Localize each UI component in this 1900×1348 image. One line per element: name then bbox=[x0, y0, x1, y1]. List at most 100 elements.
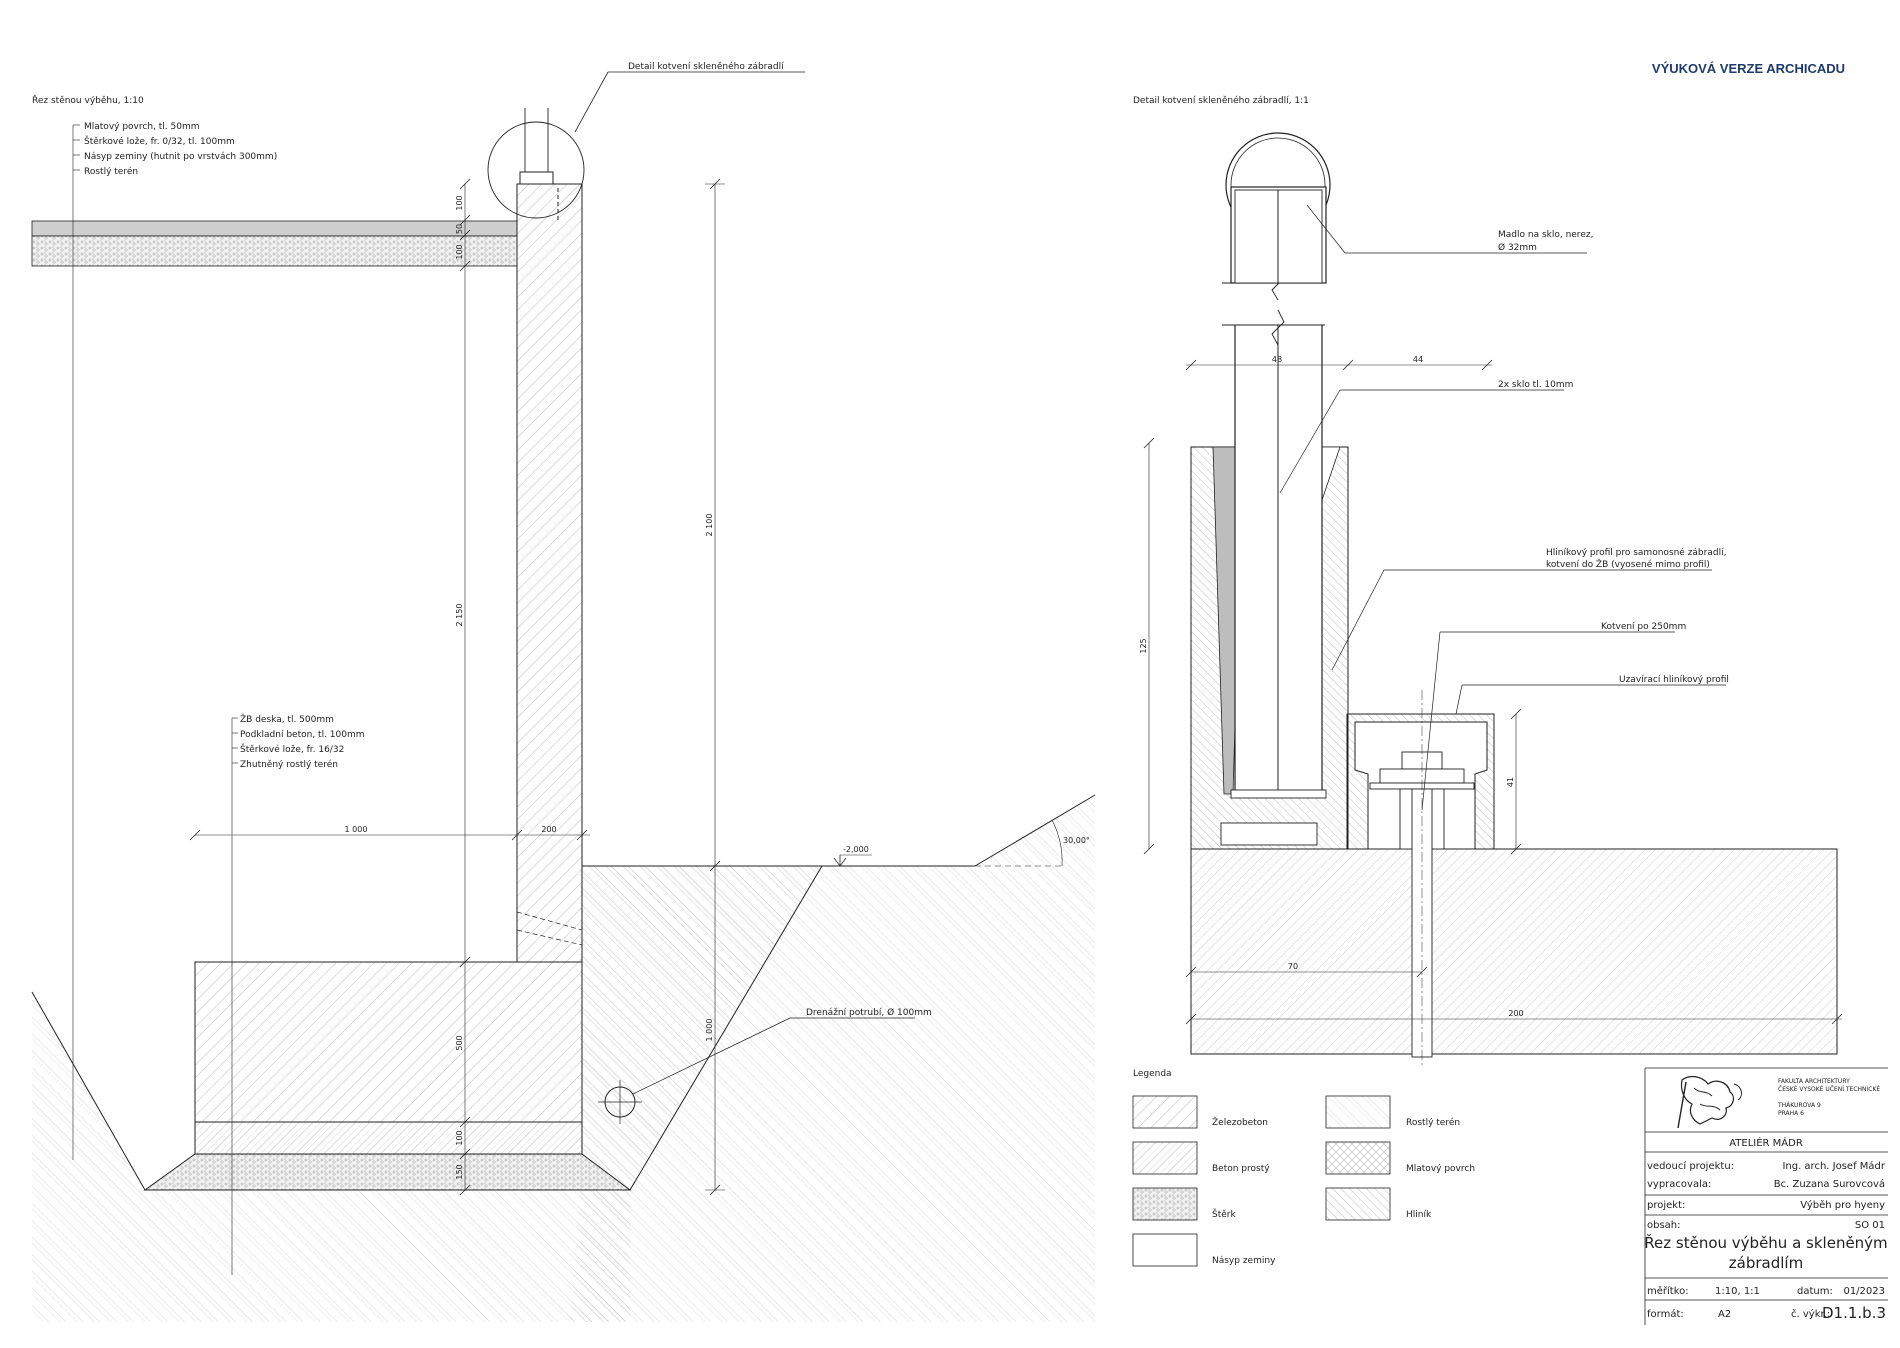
dim-label: 50 bbox=[455, 224, 464, 234]
dim-label: 100 bbox=[455, 195, 464, 210]
angle-label: 30,00° bbox=[1063, 836, 1090, 845]
school-address: THÁKUROVA 9 bbox=[1777, 1102, 1821, 1109]
detail-concrete-base bbox=[1190, 848, 1838, 1055]
dim-label: 2 150 bbox=[455, 604, 464, 627]
legend-swatch-sterk bbox=[1132, 1187, 1198, 1221]
overall-height-dimension: 2 100 1 000 bbox=[705, 178, 725, 1196]
slope-angle: 30,00° bbox=[975, 819, 1090, 867]
legend-swatch-rostly bbox=[1325, 1095, 1391, 1129]
gravel-bed bbox=[143, 1153, 632, 1191]
gravel-layer bbox=[31, 235, 518, 267]
legend-swatch-hlinik bbox=[1325, 1187, 1391, 1221]
layer-label: Štěrkové lože, fr. 16/32 bbox=[240, 743, 344, 755]
date-value: 01/2023 bbox=[1843, 1286, 1885, 1297]
legend-item: Železobeton bbox=[1212, 1116, 1268, 1128]
content-label: obsah: bbox=[1647, 1220, 1681, 1231]
legend-item: Rostlý terén bbox=[1406, 1117, 1460, 1128]
dim-label: 200 bbox=[541, 825, 556, 834]
concrete-wall bbox=[516, 183, 583, 963]
legend-item: Hliník bbox=[1406, 1210, 1432, 1220]
layer-label: Násyp zeminy (hutnit po vrstvách 300mm) bbox=[84, 152, 277, 162]
dim-label: 1 000 bbox=[345, 825, 368, 834]
detail-drawing: Detail kotvení skleněného zábradlí, 1:1 bbox=[1133, 95, 1843, 1065]
label-madlo: Madlo na sklo, nerez, bbox=[1498, 230, 1593, 240]
dim-label: 125 bbox=[1139, 638, 1148, 653]
atelier-name: ATELIÉR MÁDR bbox=[1729, 1136, 1803, 1149]
drawing-number: D1.1.b.3 bbox=[1822, 1304, 1886, 1322]
dim-label: 70 bbox=[1288, 962, 1298, 971]
dim-label: 44 bbox=[1413, 355, 1423, 364]
label-closing-profile: Uzavírací hliníkový profil bbox=[1619, 675, 1729, 685]
level-marker: -2,000 bbox=[833, 845, 872, 867]
soil-left bbox=[32, 992, 145, 1322]
project-value: Výběh pro hyeny bbox=[1800, 1199, 1885, 1211]
foundation-slab bbox=[194, 961, 583, 1123]
dim-label: 100 bbox=[455, 1130, 464, 1145]
lean-concrete bbox=[194, 1121, 583, 1155]
legend-title: Legenda bbox=[1133, 1069, 1172, 1079]
scale-value: 1:10, 1:1 bbox=[1715, 1286, 1760, 1297]
legend-swatch-mlat bbox=[1325, 1141, 1391, 1175]
legend-swatch-beton bbox=[1132, 1141, 1198, 1175]
dim-label: 500 bbox=[455, 1035, 464, 1050]
closing-profile bbox=[1347, 713, 1495, 850]
dim-label: 1 000 bbox=[705, 1019, 714, 1042]
content-code: SO 01 bbox=[1855, 1220, 1885, 1231]
school-city: PRAHA 6 bbox=[1778, 1110, 1804, 1117]
drawing-title: Řez stěnou výběhu a skleněným bbox=[1644, 1233, 1887, 1252]
date-label: datum: bbox=[1797, 1286, 1833, 1297]
soil-excavation bbox=[580, 866, 822, 1322]
vertical-dimension-chain: 100 50 100 2 150 500 100 150 bbox=[455, 178, 471, 1196]
author-value: Bc. Zuzana Surovcová bbox=[1774, 1178, 1885, 1190]
drain-label: Drenážní potrubí, Ø 100mm bbox=[806, 1007, 932, 1018]
format-value: A2 bbox=[1718, 1309, 1731, 1320]
drain-pipe: Drenážní potrubí, Ø 100mm bbox=[598, 1007, 932, 1124]
label-profile: Hliníkový profil pro samonosné zábradlí, bbox=[1546, 547, 1726, 558]
title-block: FAKULTA ARCHITEKTURY ČESKÉ VYSOKÉ UČENÍ … bbox=[1644, 1067, 1888, 1325]
author-label: vypracovala: bbox=[1647, 1179, 1711, 1190]
label-glass: 2x sklo tl. 10mm bbox=[1498, 380, 1573, 390]
label-anchoring: Kotvení po 250mm bbox=[1601, 622, 1686, 632]
legend-swatch-zelezobeton bbox=[1132, 1095, 1198, 1129]
legend-item: Štěrk bbox=[1212, 1208, 1236, 1220]
dim-label: 200 bbox=[1508, 1009, 1523, 1018]
section-drawing: Řez stěnou výběhu, 1:10 Detail bbox=[31, 61, 1096, 1322]
lead-label: vedoucí projektu: bbox=[1647, 1160, 1734, 1172]
legend-item: Beton prostý bbox=[1212, 1164, 1270, 1174]
project-label: projekt: bbox=[1647, 1200, 1685, 1211]
format-label: formát: bbox=[1647, 1308, 1684, 1320]
layer-label: Podkladní beton, tl. 100mm bbox=[240, 730, 365, 740]
layer-label: Zhutněný rostlý terén bbox=[240, 759, 338, 770]
dim-label: 41 bbox=[1506, 777, 1515, 787]
detail-callout-label: Detail kotvení skleněného zábradlí bbox=[628, 61, 784, 72]
dim-label: 100 bbox=[455, 244, 464, 259]
level-label: -2,000 bbox=[843, 845, 869, 854]
dim-label: 150 bbox=[455, 1164, 464, 1179]
drawing-title-2: zábradlím bbox=[1729, 1254, 1803, 1272]
detail-dimensions: 48 44 125 41 70 200 bbox=[1139, 355, 1843, 1025]
section-title: Řez stěnou výběhu, 1:10 bbox=[32, 95, 144, 106]
layer-label: Rostlý terén bbox=[84, 166, 138, 177]
surface-mlat-layer bbox=[31, 220, 518, 237]
legend-swatch-nasyp bbox=[1132, 1233, 1198, 1267]
school-logo-icon bbox=[1677, 1075, 1742, 1129]
top-layer-labels: Mlatový povrch, tl. 50mm Štěrkové lože, … bbox=[73, 122, 277, 177]
dim-label: 48 bbox=[1272, 355, 1282, 364]
detail-callout-circle bbox=[487, 121, 585, 219]
label-madlo-diameter: Ø 32mm bbox=[1498, 242, 1537, 253]
label-profile-anchoring: kotvení do ŽB (vyosené mimo profil) bbox=[1546, 558, 1710, 570]
base-layer-labels: ŽB deska, tl. 500mm Podkladní beton, tl.… bbox=[231, 713, 365, 1275]
detail-title: Detail kotvení skleněného zábradlí, 1:1 bbox=[1133, 95, 1309, 106]
detail-labels: Madlo na sklo, nerez, Ø 32mm 2x sklo tl.… bbox=[1279, 204, 1729, 811]
layer-label: ŽB deska, tl. 500mm bbox=[240, 713, 334, 725]
watermark: VÝUKOVÁ VERZE ARCHICADU bbox=[1652, 61, 1845, 76]
layer-label: Mlatový povrch, tl. 50mm bbox=[84, 122, 200, 132]
number-label: č. výkr.: bbox=[1791, 1308, 1830, 1320]
legend-item: Mlatový povrch bbox=[1406, 1164, 1475, 1174]
dim-label: 2 100 bbox=[705, 514, 714, 537]
soil-bottom bbox=[145, 1190, 630, 1322]
scale-label: měřítko: bbox=[1647, 1285, 1689, 1297]
lead-value: Ing. arch. Josef Mádr bbox=[1782, 1160, 1885, 1172]
